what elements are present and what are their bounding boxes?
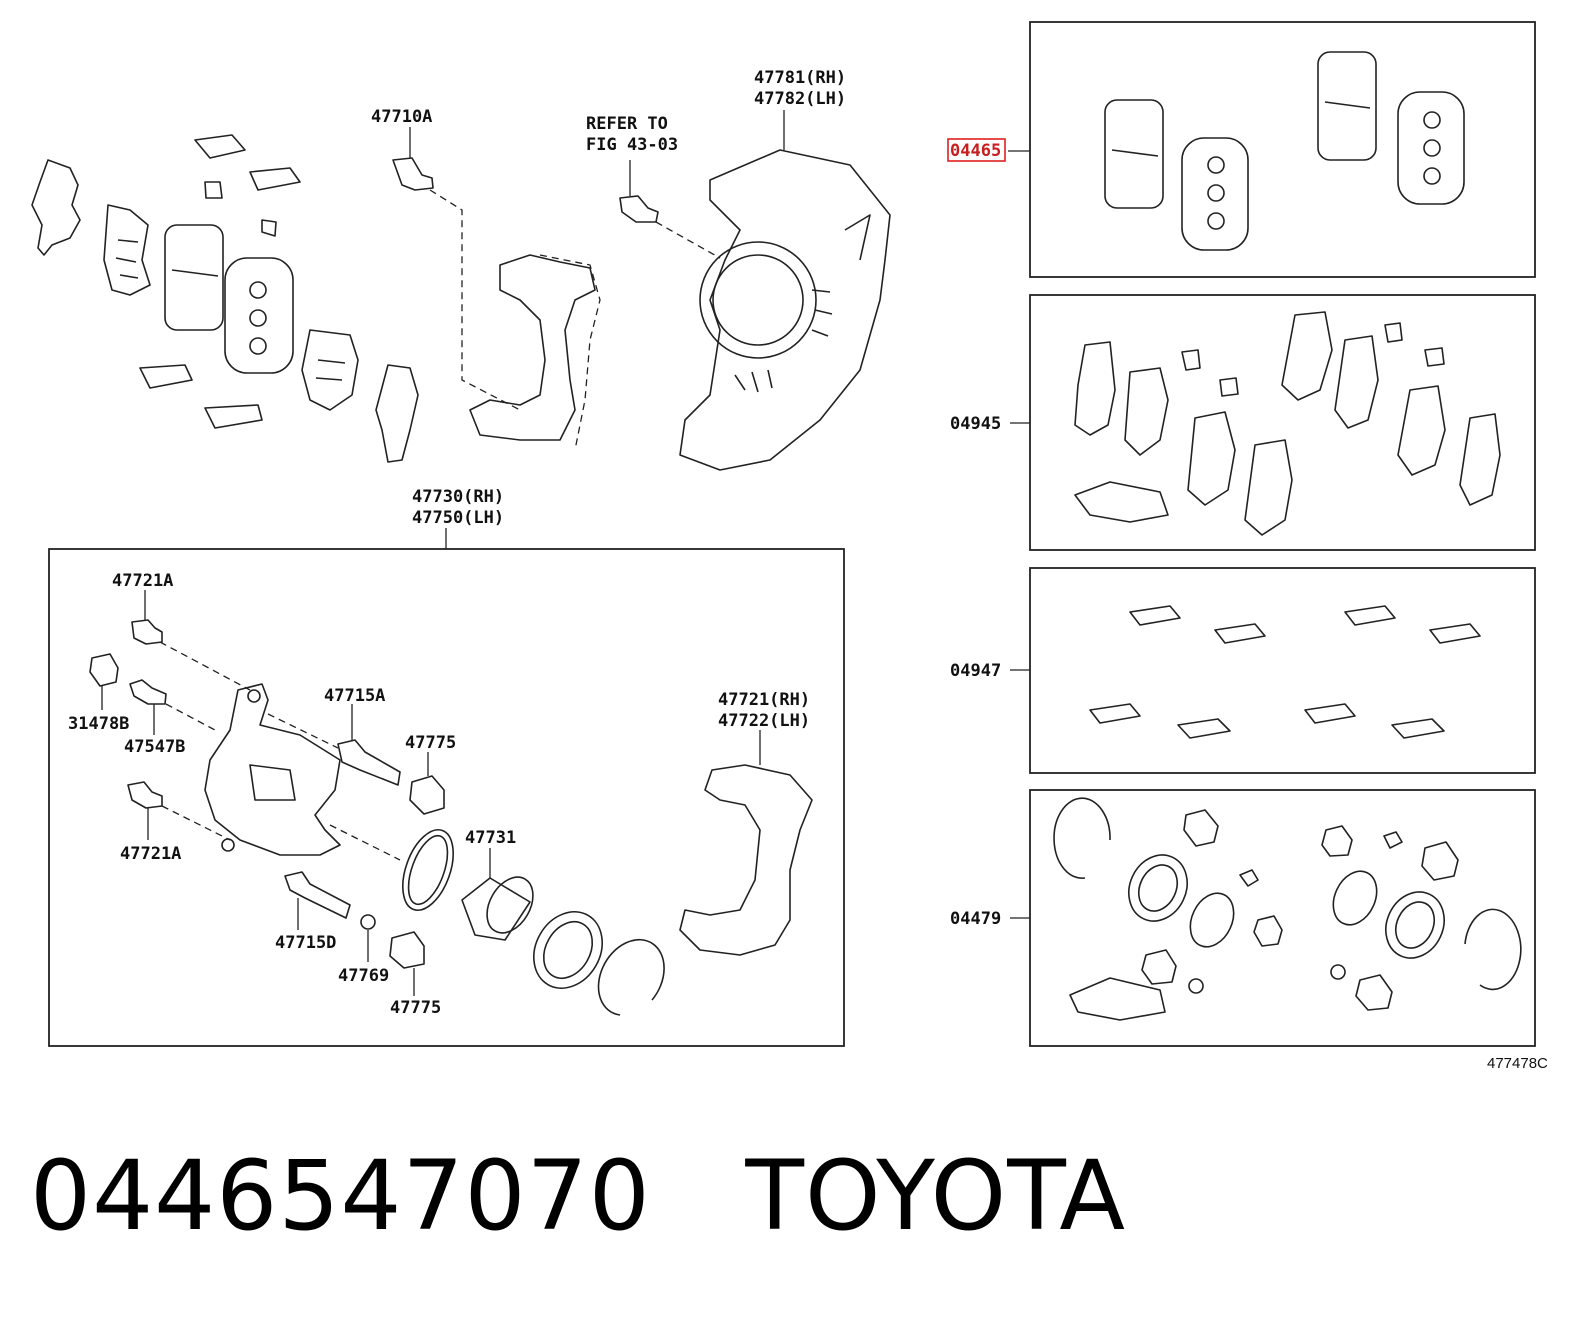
brake-pad-inner bbox=[224, 257, 294, 374]
bolt-47710a bbox=[392, 157, 521, 411]
caliper-parts bbox=[89, 590, 813, 1016]
label-fig-43-03: FIG 43-03 bbox=[586, 135, 678, 155]
label-47721: 47721(RH) bbox=[718, 690, 810, 710]
part-caption: 0446547070 TOYOTA bbox=[30, 1140, 1126, 1252]
label-47722: 47722(LH) bbox=[718, 711, 810, 731]
label-04947: 04947 bbox=[950, 661, 1001, 681]
bolt-refer-fig bbox=[619, 195, 721, 259]
label-47715d: 47715D bbox=[275, 933, 336, 953]
dust-cover bbox=[679, 149, 891, 471]
label-47721a-top: 47721A bbox=[112, 571, 173, 591]
label-47781: 47781(RH) bbox=[754, 68, 846, 88]
label-31478b: 31478B bbox=[68, 714, 129, 734]
kit-box-04479 bbox=[1029, 789, 1536, 1047]
caliper-assembly-box bbox=[48, 548, 845, 1047]
label-47730: 47730(RH) bbox=[412, 487, 504, 507]
label-47775-a: 47775 bbox=[405, 733, 456, 753]
caliper-bracket-upper bbox=[469, 254, 601, 451]
part-number: 0446547070 bbox=[30, 1140, 651, 1252]
seal-kit-parts bbox=[1053, 797, 1522, 1021]
brand-name: TOYOTA bbox=[745, 1140, 1127, 1252]
label-47769: 47769 bbox=[338, 966, 389, 986]
label-47750: 47750(LH) bbox=[412, 508, 504, 528]
label-04945: 04945 bbox=[950, 414, 1001, 434]
label-refer-to: REFER TO bbox=[586, 114, 668, 134]
caption-spacer bbox=[651, 1140, 746, 1252]
label-47731: 47731 bbox=[465, 828, 516, 848]
label-47782: 47782(LH) bbox=[754, 89, 846, 109]
kit-box-04465 bbox=[1029, 21, 1536, 278]
brake-pad-outer bbox=[164, 224, 224, 331]
kit-box-04945 bbox=[1029, 294, 1536, 551]
pad-shims-group bbox=[31, 134, 419, 463]
shim-kit-parts bbox=[1074, 311, 1501, 536]
label-47721a-bottom: 47721A bbox=[120, 844, 181, 864]
pad-kit-parts bbox=[1104, 51, 1465, 251]
label-47547b: 47547B bbox=[124, 737, 185, 757]
label-47775-b: 47775 bbox=[390, 998, 441, 1018]
label-04479: 04479 bbox=[950, 909, 1001, 929]
clip-kit-parts bbox=[1089, 605, 1481, 739]
drawing-number: 477478C bbox=[1487, 1055, 1548, 1072]
label-47715a: 47715A bbox=[324, 686, 385, 706]
highlight-04465 bbox=[947, 138, 1006, 162]
label-47710a: 47710A bbox=[371, 107, 432, 127]
kit-box-04947 bbox=[1029, 567, 1536, 774]
label-04465: 04465 bbox=[950, 141, 1001, 161]
